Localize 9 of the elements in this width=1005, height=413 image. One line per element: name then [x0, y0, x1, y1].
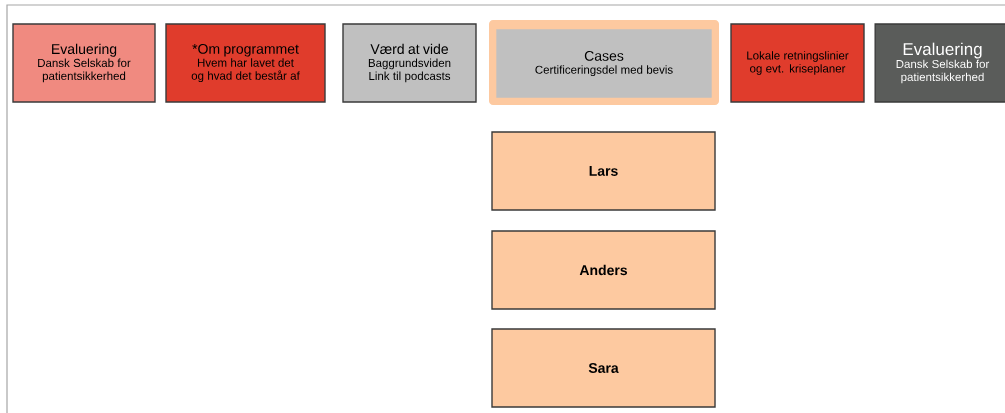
menu-box: Evaluering Dansk Selskab for patientsikkerhed — [12, 23, 156, 103]
menu-box: *Om programmet Hvem har lavet det og hvad det består af — [165, 23, 326, 103]
menu-box: Lokale retningslinier og evt. kriseplaner — [730, 23, 865, 103]
case-box: Sara — [491, 328, 716, 408]
menu-box: Værd at vide Baggrundsviden Link til podcasts — [342, 23, 477, 103]
case-box: Anders — [491, 230, 716, 310]
case-box: Lars — [491, 131, 716, 211]
menu-box: Cases Certificeringsdel med bevis — [489, 20, 719, 105]
menu-box: Evaluering Dansk Selskab for patientsikkerhed — [874, 23, 1005, 103]
